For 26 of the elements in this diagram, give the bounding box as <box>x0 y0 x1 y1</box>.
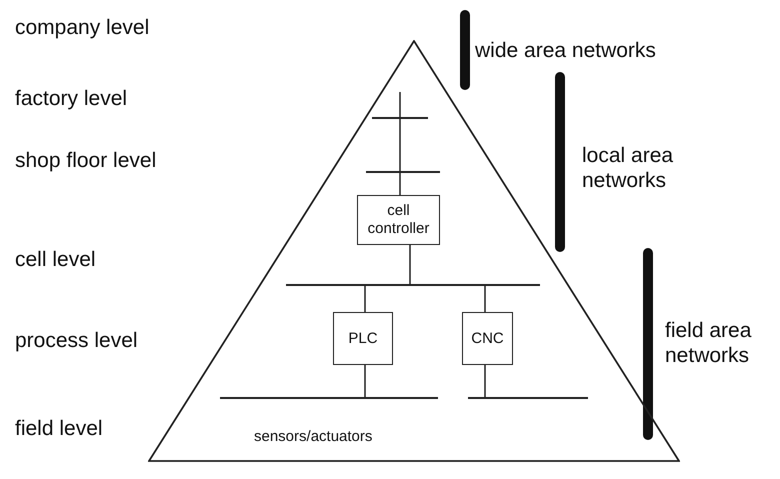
level-label: process level <box>15 329 138 353</box>
network-label: local area networks <box>582 143 674 193</box>
network-label: field area networks <box>665 318 752 368</box>
device-box: CNC <box>462 312 513 365</box>
bus-line <box>366 171 440 173</box>
bus-line <box>286 284 540 286</box>
bus-line <box>468 397 588 399</box>
connector-line <box>484 286 486 312</box>
bus-line <box>220 397 438 399</box>
connector-line <box>484 365 486 397</box>
level-label: field level <box>15 417 103 441</box>
network-label: wide area networks <box>475 38 656 63</box>
device-label: sensors/actuators <box>254 428 372 445</box>
connector-line <box>364 365 366 397</box>
device-box: cell controller <box>357 195 440 245</box>
level-label: company level <box>15 16 150 40</box>
level-label: factory level <box>15 87 128 111</box>
level-label: cell level <box>15 248 96 272</box>
connector-line <box>399 92 401 117</box>
level-label: shop floor level <box>15 149 156 173</box>
connector-line <box>364 286 366 312</box>
connector-line <box>399 173 401 195</box>
bus-line <box>372 117 428 119</box>
connector-line <box>409 245 411 284</box>
connector-line <box>399 119 401 171</box>
device-box: PLC <box>333 312 393 365</box>
